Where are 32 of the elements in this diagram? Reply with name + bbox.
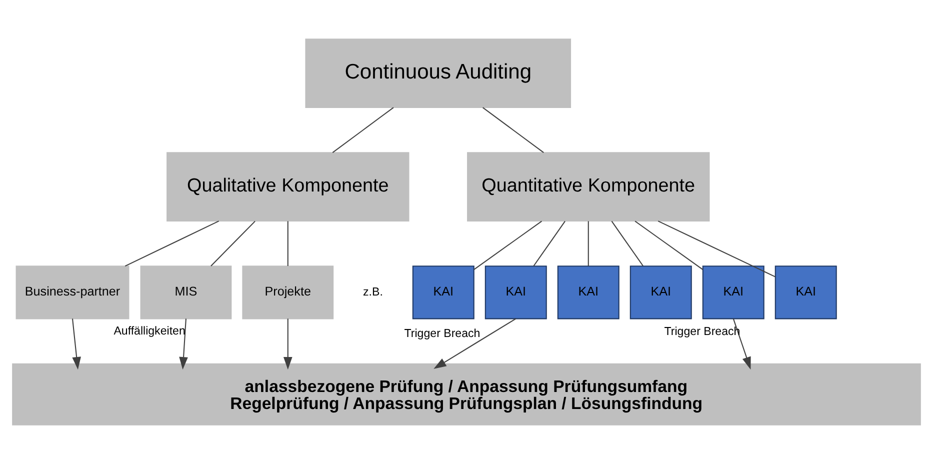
node-box: KAI <box>412 266 474 320</box>
node-box: KAI <box>484 266 547 320</box>
node-box: Qualitative Komponente <box>166 152 410 222</box>
edge-label: Auffälligkeiten <box>114 326 186 338</box>
edge-label: Trigger Breach <box>404 328 480 340</box>
connector <box>658 220 776 278</box>
connector <box>588 221 589 266</box>
label: z.B. <box>363 286 383 298</box>
connector <box>210 220 256 266</box>
arrow <box>179 318 188 370</box>
node-box: anlassbezogene Prüfung / Anpassung Prüfungsumfang Regelprüfung / Anpassung Prüfungsplan / Lösungsfindung <box>12 363 921 426</box>
connector <box>482 107 544 154</box>
arrow <box>283 318 292 370</box>
connector <box>332 107 394 154</box>
node-box: MIS <box>140 266 232 320</box>
node-box: Projekte <box>242 266 334 320</box>
connector <box>124 220 220 267</box>
arrow <box>72 318 81 370</box>
connector <box>611 220 644 266</box>
node-box: KAI <box>702 266 764 320</box>
node-box: Continuous Auditing <box>305 38 572 108</box>
connector <box>533 220 566 266</box>
node-box: KAI <box>774 266 837 320</box>
node-box: KAI <box>630 266 692 320</box>
node-box: Business-partner <box>16 266 130 320</box>
connector <box>474 220 542 270</box>
connector <box>634 220 704 270</box>
arrow <box>434 318 516 369</box>
arrow <box>732 318 751 370</box>
connector <box>287 221 288 266</box>
node-box: Quantitative Komponente <box>467 152 710 222</box>
node-box: KAI <box>557 266 620 320</box>
